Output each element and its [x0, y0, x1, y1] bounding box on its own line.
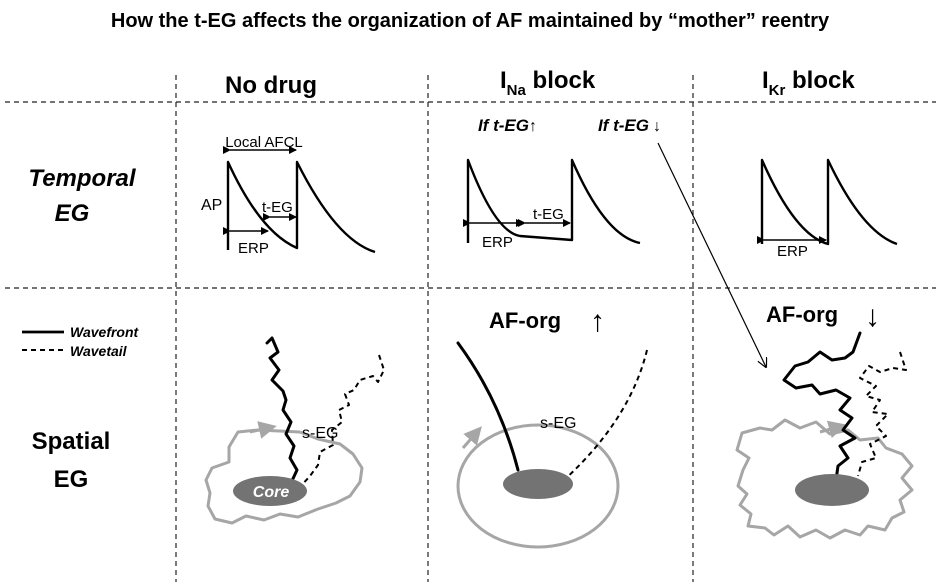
row-label-spatial-line2: EG	[54, 466, 89, 493]
ap-trace-ikr-block	[757, 158, 898, 246]
reentry-ikr-block	[735, 331, 914, 540]
label-af-org-ina: AF-org	[489, 308, 561, 333]
reentry-arrow-no-drug	[249, 421, 277, 439]
label-ap: AP	[201, 197, 222, 214]
label-erp-no-drug: ERP	[238, 240, 269, 257]
reentry-ina-block	[456, 341, 648, 549]
row-label-spatial-line1: Spatial	[32, 428, 111, 455]
column-header-no-drug: No drug	[225, 72, 317, 99]
wavetail-ikr	[857, 351, 907, 477]
ikr-subscript: Kr	[769, 82, 786, 99]
diagonal-pointer-arrow	[657, 142, 766, 367]
ina-main: I	[500, 67, 507, 94]
irregular-reentry-circuit	[204, 428, 364, 525]
wavefront-no-drug	[265, 336, 299, 485]
af-org-down-arrow-icon: ↓	[865, 300, 880, 333]
ap-trace-no-drug	[223, 146, 376, 254]
label-erp-ina: ERP	[482, 234, 513, 251]
wavefront-ikr	[782, 331, 862, 482]
label-s-eg-ina: s-EG	[540, 415, 576, 432]
label-if-teg-up: If t-EG↑	[478, 116, 537, 135]
down-arrow-small-icon: ↓	[653, 118, 661, 135]
legend-wavefront-label: Wavefront	[70, 324, 140, 340]
label-if-teg-down: If t-EG↓	[598, 116, 661, 135]
column-header-ikr-block: IKr block	[762, 67, 855, 99]
ikr-main: I	[762, 67, 769, 94]
core-ellipse-ikr	[795, 474, 869, 506]
up-arrow-small-icon: ↑	[529, 118, 537, 135]
figure-title: How the t-EG affects the organization of…	[111, 10, 830, 32]
legend-wavetail-label: Wavetail	[70, 343, 128, 359]
label-core: Core	[253, 484, 290, 501]
column-header-ina-block: INa block	[500, 67, 596, 99]
label-local-afcl: Local AFCL	[225, 134, 303, 151]
wavetail-no-drug	[299, 354, 385, 488]
label-af-org-ikr: AF-org	[766, 302, 838, 327]
reentry-arrow-ikr	[819, 420, 847, 439]
wavefront-ina	[456, 341, 520, 472]
if-teg-down-text: If t-EG	[598, 116, 649, 135]
ina-subscript: Na	[507, 82, 527, 99]
label-s-eg-no-drug: s-EG	[302, 425, 338, 442]
ap-trace-ina-block	[463, 158, 641, 245]
core-ellipse	[233, 476, 307, 506]
fragmented-reentry-circuit	[735, 418, 914, 540]
row-label-temporal-line2: EG	[55, 200, 90, 227]
row-label-temporal-line1: Temporal	[28, 165, 136, 192]
label-t-eg-no-drug: t-EG	[262, 199, 293, 216]
af-org-up-arrow-icon: ↑	[590, 305, 605, 338]
label-t-eg-ina: t-EG	[533, 206, 564, 223]
label-erp-ikr: ERP	[777, 243, 808, 260]
reentry-arrow-ina	[461, 426, 482, 449]
ina-suffix: block	[526, 67, 596, 94]
if-teg-up-text: If t-EG	[478, 116, 529, 135]
ikr-suffix: block	[785, 67, 855, 94]
reentry-no-drug	[204, 336, 385, 525]
wavetail-ina	[562, 349, 648, 482]
core-ellipse-ina	[503, 469, 573, 499]
circular-reentry-circuit	[456, 423, 620, 549]
